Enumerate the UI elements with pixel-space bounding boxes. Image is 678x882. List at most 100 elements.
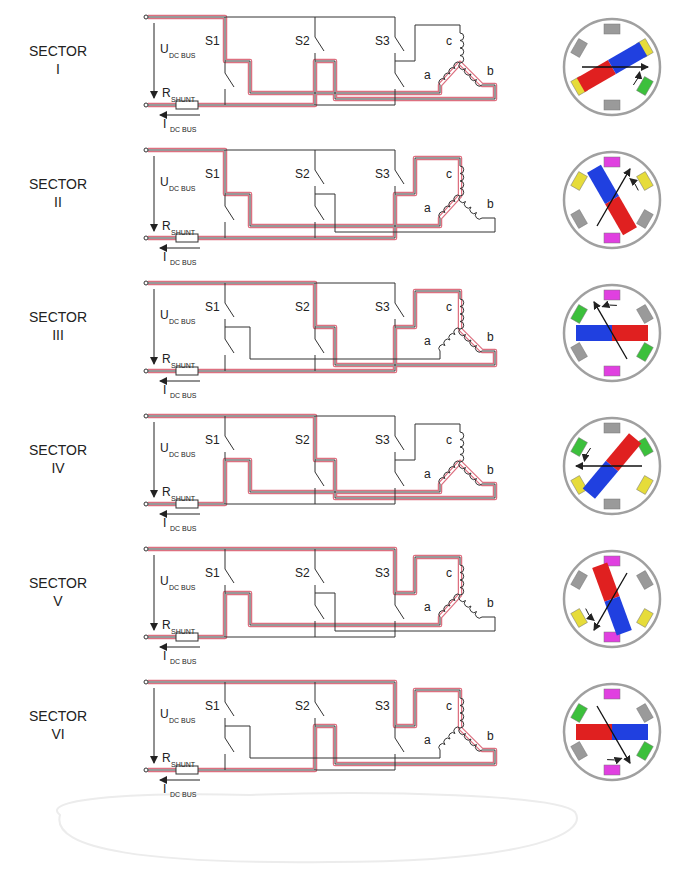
field-arrow xyxy=(597,706,630,763)
coil-winding xyxy=(459,728,482,751)
stator-pole xyxy=(637,609,654,628)
switch-label: S2 xyxy=(295,301,310,313)
current-path xyxy=(148,682,495,770)
rotation-arrow xyxy=(630,179,638,191)
coil-label: b xyxy=(487,331,494,343)
switch-label: S2 xyxy=(295,434,310,446)
switch-lead xyxy=(225,89,226,105)
switch-lead xyxy=(225,416,226,436)
resistor-subscript: SHUNT xyxy=(171,229,195,236)
rotor-magnet xyxy=(587,165,637,235)
switch-label: S1 xyxy=(205,700,220,712)
switch-lead xyxy=(315,89,316,105)
current-arrow xyxy=(160,381,200,382)
switch-blade xyxy=(395,436,404,450)
switch-lead xyxy=(225,682,226,702)
coil-label: c xyxy=(446,168,452,180)
voltage-arrow xyxy=(154,289,155,364)
switch-label: S3 xyxy=(375,35,390,47)
switch-lead xyxy=(315,186,316,206)
phase-wire xyxy=(225,460,440,492)
rotor-south xyxy=(604,596,631,635)
voltage-subscript: DC BUS xyxy=(169,451,195,458)
resistor-subscript: SHUNT xyxy=(171,495,195,502)
terminal xyxy=(144,547,148,551)
coil-label: c xyxy=(446,700,452,712)
terminal xyxy=(144,635,148,639)
voltage-name: U xyxy=(160,708,169,720)
switch-blade xyxy=(315,436,316,452)
coil-label: b xyxy=(487,597,494,609)
switch-label: S2 xyxy=(295,567,310,579)
switch-lead xyxy=(315,17,316,37)
switch-label: S1 xyxy=(205,301,220,313)
rotation-arrow xyxy=(607,758,622,760)
coil-label: a xyxy=(424,601,431,613)
phase-wire xyxy=(225,61,440,93)
stator-ring xyxy=(564,19,660,115)
switch-lead xyxy=(315,585,316,605)
dc-rail xyxy=(148,549,395,550)
switch-blade xyxy=(225,436,234,450)
phase-wire xyxy=(315,726,495,764)
resistor-name: R xyxy=(162,87,171,99)
phase-wire xyxy=(315,61,495,99)
current-path xyxy=(148,17,495,105)
switch-lead xyxy=(315,150,316,170)
sector-title: SECTOR I xyxy=(29,43,87,78)
switch-blade xyxy=(225,605,226,621)
current-name: I xyxy=(163,384,166,396)
terminal xyxy=(144,281,148,285)
stator-pole xyxy=(604,233,620,243)
resistor-name: R xyxy=(162,619,171,631)
phase-wire xyxy=(225,593,440,625)
dc-rail xyxy=(148,682,395,683)
stator-pole xyxy=(637,210,654,229)
field-arrow xyxy=(594,573,627,630)
switch-lead xyxy=(315,416,316,436)
switch-blade xyxy=(225,170,226,186)
stator-pole xyxy=(571,305,588,324)
phase-wire xyxy=(225,726,440,758)
voltage-name: U xyxy=(160,575,169,587)
switch-lead xyxy=(225,452,226,472)
switch-label: S2 xyxy=(295,35,310,47)
switch-lead xyxy=(315,355,316,371)
rotor-south xyxy=(576,325,612,341)
voltage-name: U xyxy=(160,43,169,55)
rotation-arrow xyxy=(602,305,617,307)
stator-pole xyxy=(571,172,588,191)
coil-label: a xyxy=(424,69,431,81)
stator-pole xyxy=(637,305,654,324)
stator-pole xyxy=(637,571,654,590)
switch-label: S1 xyxy=(205,567,220,579)
switch-lead xyxy=(225,283,226,303)
current-name: I xyxy=(163,118,166,130)
switch-lead xyxy=(395,621,396,637)
switch-lead xyxy=(395,549,396,569)
rotor-south xyxy=(612,724,648,740)
stator-pole xyxy=(604,157,620,167)
current-name: I xyxy=(163,650,166,662)
phase-wire xyxy=(395,25,460,61)
coil-winding xyxy=(460,698,464,728)
sector-title: SECTOR III xyxy=(29,309,87,344)
current-path xyxy=(148,416,495,504)
phase-wire xyxy=(395,557,460,593)
switch-lead xyxy=(225,150,226,170)
resistor-name: R xyxy=(162,353,171,365)
stator-ring xyxy=(564,285,660,381)
switch-blade xyxy=(315,37,324,51)
current-path xyxy=(148,283,495,371)
stator-pole xyxy=(571,704,588,723)
current-path xyxy=(148,150,460,238)
switch-blade xyxy=(395,569,396,585)
terminal xyxy=(144,768,148,772)
switch-label: S1 xyxy=(205,35,220,47)
voltage-arrow xyxy=(154,156,155,231)
switch-lead xyxy=(315,319,316,339)
switch-label: S1 xyxy=(205,434,220,446)
stator-ring xyxy=(564,152,660,248)
rotation-arrow xyxy=(633,72,639,85)
switch-lead xyxy=(395,488,396,504)
